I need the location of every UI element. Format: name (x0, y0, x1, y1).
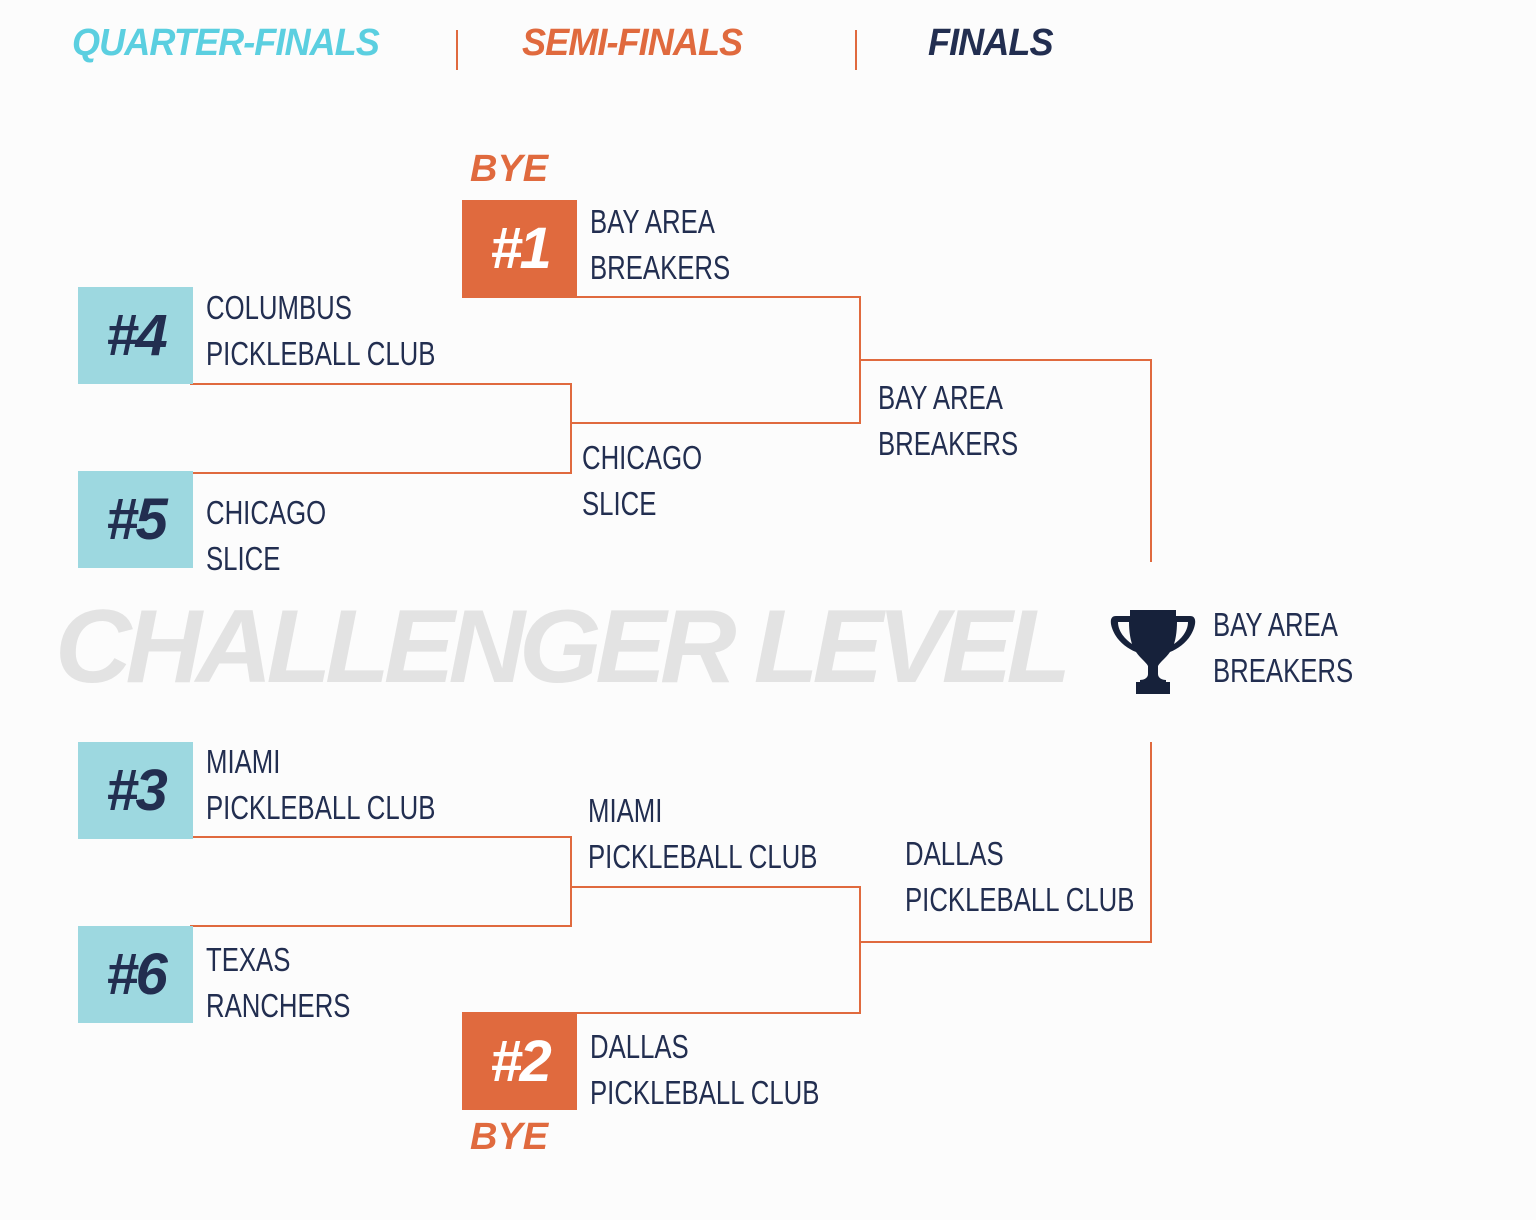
team-name-line: BREAKERS (590, 249, 731, 286)
team-name-line: SLICE (582, 485, 657, 522)
sf-winner-bottom: DALLAS PICKLEBALL CLUB (905, 831, 1134, 923)
seed-badge: #6 (78, 926, 193, 1023)
connector-2-semi (462, 886, 861, 1014)
header-semi-finals: SEMI-FINALS (522, 22, 743, 64)
team-name-line: COLUMBUS (206, 289, 352, 326)
connector-top-final (860, 359, 1152, 562)
team-name-line: BREAKERS (1213, 652, 1354, 689)
team-name-line: DALLAS (905, 835, 1004, 872)
team-name-line: BAY AREA (1213, 606, 1338, 643)
qf-winner-top: CHICAGO SLICE (582, 435, 702, 527)
bye-label: BYE (470, 1116, 549, 1158)
team-name-line: PICKLEBALL CLUB (905, 881, 1135, 918)
qf-winner-bottom: MIAMI PICKLEBALL CLUB (588, 788, 817, 880)
team-name-line: BAY AREA (878, 379, 1003, 416)
seed-badge: #3 (78, 742, 193, 839)
watermark-challenger-level: CHALLENGER LEVEL (55, 589, 1071, 705)
seed-badge: #1 (462, 200, 577, 297)
team-name-line: TEXAS (206, 941, 291, 978)
team-name-line: BAY AREA (590, 203, 715, 240)
team-name-line: MIAMI (588, 792, 663, 829)
header-quarter-finals: QUARTER-FINALS (72, 22, 380, 64)
team-name-line: RANCHERS (206, 987, 351, 1024)
team-name-line: SLICE (206, 540, 281, 577)
team-name-line: PICKLEBALL CLUB (206, 335, 436, 372)
team-name-line: BREAKERS (878, 425, 1019, 462)
connector-3-6 (190, 836, 572, 927)
team-name-line: MIAMI (206, 743, 281, 780)
team-bay-area-breakers: BAY AREA BREAKERS (590, 199, 730, 291)
connector-4-5 (190, 383, 572, 474)
team-name-line: CHICAGO (206, 494, 327, 531)
seed-badge: #4 (78, 287, 193, 384)
header-divider (855, 30, 857, 70)
connector-1-semi (462, 296, 861, 424)
header-finals: FINALS (928, 22, 1054, 64)
seed-badge: #2 (462, 1013, 577, 1110)
team-name-line: PICKLEBALL CLUB (206, 789, 436, 826)
team-name-line: PICKLEBALL CLUB (590, 1074, 820, 1111)
seed-badge: #5 (78, 471, 193, 568)
champion-team: BAY AREA BREAKERS (1213, 602, 1353, 694)
team-name-line: DALLAS (590, 1028, 689, 1065)
team-chicago-slice: CHICAGO SLICE (206, 490, 326, 582)
bye-label: BYE (470, 148, 549, 190)
team-name-line: CHICAGO (582, 439, 703, 476)
team-miami: MIAMI PICKLEBALL CLUB (206, 739, 435, 831)
connector-bottom-final (860, 742, 1152, 943)
team-dallas-pickleball-club: DALLAS PICKLEBALL CLUB (590, 1024, 819, 1116)
trophy-icon (1110, 610, 1196, 694)
team-texas-ranchers: TEXAS RANCHERS (206, 937, 350, 1029)
team-name-line: PICKLEBALL CLUB (588, 838, 818, 875)
sf-winner-top: BAY AREA BREAKERS (878, 375, 1018, 467)
header-divider (456, 30, 458, 70)
team-columbus: COLUMBUS PICKLEBALL CLUB (206, 285, 435, 377)
